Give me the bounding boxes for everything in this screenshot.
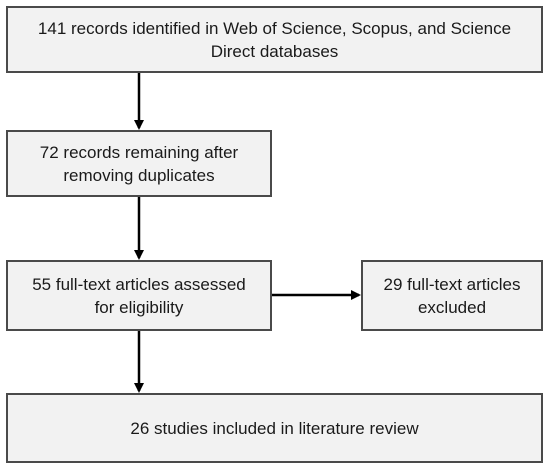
identified-records-text-line2: Direct databases <box>210 41 339 61</box>
excluded-articles-text-line1: 29 full-text articles <box>383 274 521 294</box>
identified-records-box: 141 records identified in Web of Science… <box>6 6 543 73</box>
excluded-articles-text-line2: excluded <box>417 297 487 317</box>
assessed-articles-text-line2: for eligibility <box>94 297 184 317</box>
assessed-articles-box: 55 full-text articles assessed for eligi… <box>6 260 272 331</box>
deduplicated-records-box: 72 records remaining after removing dupl… <box>6 130 272 197</box>
included-studies-box: 26 studies included in literature review <box>6 393 543 463</box>
excluded-articles-box: 29 full-text articles excluded <box>361 260 543 331</box>
included-studies-text: 26 studies included in literature review <box>130 418 419 438</box>
assessed-articles-text-line1: 55 full-text articles assessed <box>32 274 246 294</box>
deduplicated-records-text-line2: removing duplicates <box>63 165 215 185</box>
deduplicated-records-text-line1: 72 records remaining after <box>39 142 239 162</box>
identified-records-text-line1: 141 records identified in Web of Science… <box>37 18 512 38</box>
